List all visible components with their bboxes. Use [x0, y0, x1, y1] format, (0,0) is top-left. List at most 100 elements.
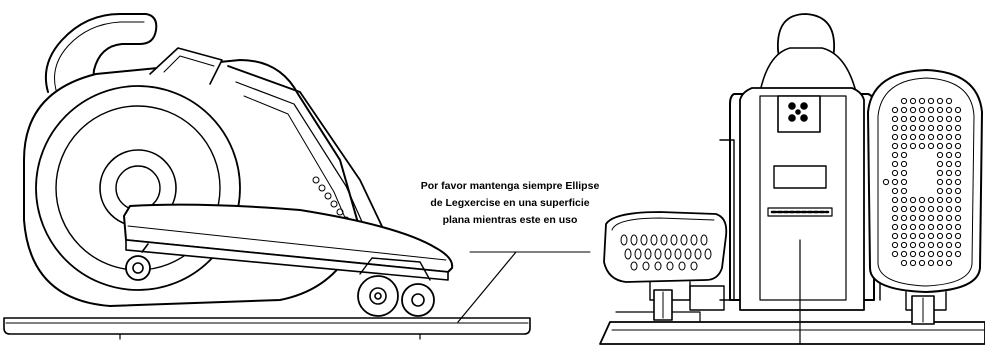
side-handle	[44, 13, 158, 93]
front-base	[599, 311, 985, 345]
pedal-dot	[900, 241, 908, 249]
pedal-dot	[945, 241, 953, 249]
pedal-dot	[936, 232, 944, 240]
pedal-dot	[936, 250, 944, 258]
pedal-dot	[909, 250, 917, 258]
pedal-dot	[954, 115, 962, 123]
note-line-1: Por favor mantenga siempre Ellipse	[420, 180, 600, 192]
pedal-dot	[927, 97, 935, 105]
pedal-dot	[927, 115, 935, 123]
pedal-dot	[891, 169, 899, 177]
pedal-dot	[891, 133, 899, 141]
pedal-dot	[945, 124, 953, 132]
pedal-dot	[954, 151, 962, 159]
pedal-dot	[900, 250, 908, 258]
pedal-dot	[954, 178, 962, 186]
right-pedal-dots	[882, 97, 962, 267]
pedal-dot	[909, 133, 917, 141]
pedal-dot	[900, 205, 908, 213]
pedal-dot	[936, 241, 944, 249]
pedal-dot	[945, 205, 953, 213]
pedal-dot	[900, 214, 908, 222]
pedal-dot	[900, 133, 908, 141]
pedal-dot	[909, 106, 917, 114]
pedal-dot	[927, 232, 935, 240]
pedal-dot	[909, 115, 917, 123]
front-console	[719, 87, 881, 345]
pedal-dot	[936, 124, 944, 132]
pedal-dot	[891, 241, 899, 249]
pedal-dot	[936, 160, 944, 168]
pedal-dot	[891, 223, 899, 231]
pedal-dot	[909, 259, 917, 267]
pedal-dot	[927, 124, 935, 132]
pedal-dot	[954, 169, 962, 177]
pedal-dot	[909, 241, 917, 249]
pedal-dot	[891, 124, 899, 132]
pedal-dot	[936, 142, 944, 150]
pedal-dot	[900, 160, 908, 168]
pedal-dot	[927, 250, 935, 258]
pedal-dot	[900, 169, 908, 177]
pedal-dot	[936, 259, 944, 267]
front-view-illustration	[599, 13, 985, 345]
pedal-dot	[936, 196, 944, 204]
pedal-dot	[909, 223, 917, 231]
pedal-dot	[918, 223, 926, 231]
note-line-3: plana mientras este en uso	[442, 214, 578, 226]
pedal-dot	[954, 223, 962, 231]
pedal-dot	[954, 106, 962, 114]
pedal-dot	[891, 142, 899, 150]
pedal-dot	[954, 232, 962, 240]
pedal-dot	[918, 106, 926, 114]
pedal-dot	[945, 133, 953, 141]
pedal-dot	[918, 133, 926, 141]
pedal-dot	[927, 196, 935, 204]
pedal-dot	[954, 142, 962, 150]
pedal-dot	[945, 223, 953, 231]
pedal-dot	[954, 124, 962, 132]
pedal-dot	[909, 196, 917, 204]
pedal-dot	[927, 205, 935, 213]
pedal-dot	[891, 160, 899, 168]
note-line-2: de Legxercise en una superficie	[430, 197, 590, 209]
pedal-dot	[909, 205, 917, 213]
pedal-dot	[891, 115, 899, 123]
pedal-dot	[918, 250, 926, 258]
pedal-dot	[891, 250, 899, 258]
side-base-plate	[3, 317, 531, 340]
pedal-dot	[945, 151, 953, 159]
pedal-dot	[954, 241, 962, 249]
pedal-dot	[954, 196, 962, 204]
pedal-dot	[927, 133, 935, 141]
pedal-dot	[891, 151, 899, 159]
pedal-dot	[909, 97, 917, 105]
pedal-dot	[909, 124, 917, 132]
front-left-pedal	[603, 211, 728, 321]
front-tower-top	[759, 13, 857, 93]
pedal-dot	[945, 178, 953, 186]
pedal-dot	[936, 151, 944, 159]
pedal-dot	[954, 133, 962, 141]
pedal-dot	[954, 205, 962, 213]
pedal-dot	[900, 142, 908, 150]
pedal-dot	[900, 259, 908, 267]
pedal-dot	[927, 142, 935, 150]
pedal-dot	[900, 151, 908, 159]
pedal-dot	[945, 214, 953, 222]
pedal-dot	[918, 115, 926, 123]
pedal-dot	[891, 205, 899, 213]
pedal-dot	[891, 106, 899, 114]
pedal-dot	[918, 214, 926, 222]
side-view-illustration	[3, 13, 531, 340]
pedal-dot	[954, 250, 962, 258]
pedal-dot	[927, 214, 935, 222]
pedal-dot	[936, 205, 944, 213]
pedal-dot	[909, 142, 917, 150]
note-caption: Por favor mantenga siempre Ellipse de Le…	[398, 178, 622, 229]
pedal-dot	[900, 106, 908, 114]
pedal-dot	[891, 232, 899, 240]
pedal-dot	[918, 241, 926, 249]
pedal-dot	[891, 214, 899, 222]
